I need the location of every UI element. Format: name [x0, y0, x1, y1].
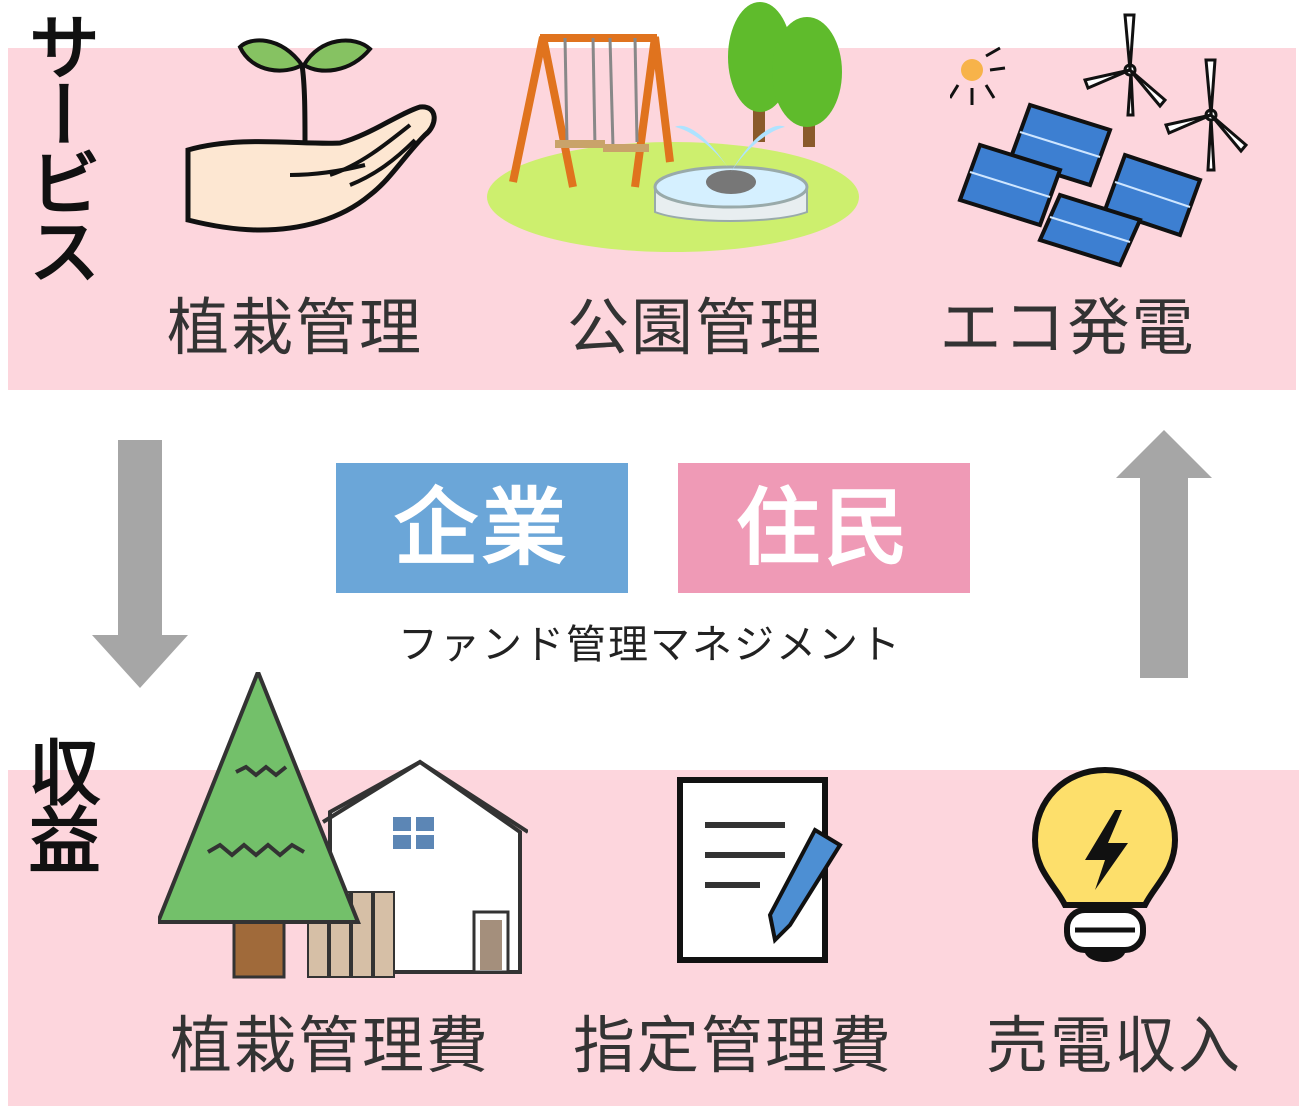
light-bulb-icon	[1031, 766, 1179, 962]
park-swing-fountain-icon	[487, 2, 859, 252]
solar-wind-power-icon	[950, 13, 1249, 268]
down-arrow-icon	[92, 440, 188, 688]
service-label-park: 公園管理	[566, 291, 823, 364]
tree-and-house-icon	[158, 672, 528, 979]
service-section-label: サービス	[16, 10, 100, 282]
seedling-in-hand-icon	[185, 38, 437, 233]
fund-management-label: ファンド管理マネジメント	[398, 622, 902, 668]
document-pen-icon	[677, 777, 843, 963]
company-box: 企業	[336, 463, 628, 593]
service-label-eco-power: エコ発電	[939, 291, 1196, 364]
revenue-label-designated-management-fee: 指定管理費	[572, 1009, 893, 1082]
up-arrow-icon	[1116, 430, 1212, 678]
revenue-label-power-sales-income: 売電収入	[985, 1009, 1242, 1082]
residents-box: 住民	[678, 463, 970, 593]
revenue-label-planting-fee: 植栽管理費	[169, 1009, 490, 1082]
revenue-section-label: 収益	[16, 735, 100, 871]
service-label-planting: 植栽管理	[166, 291, 423, 364]
